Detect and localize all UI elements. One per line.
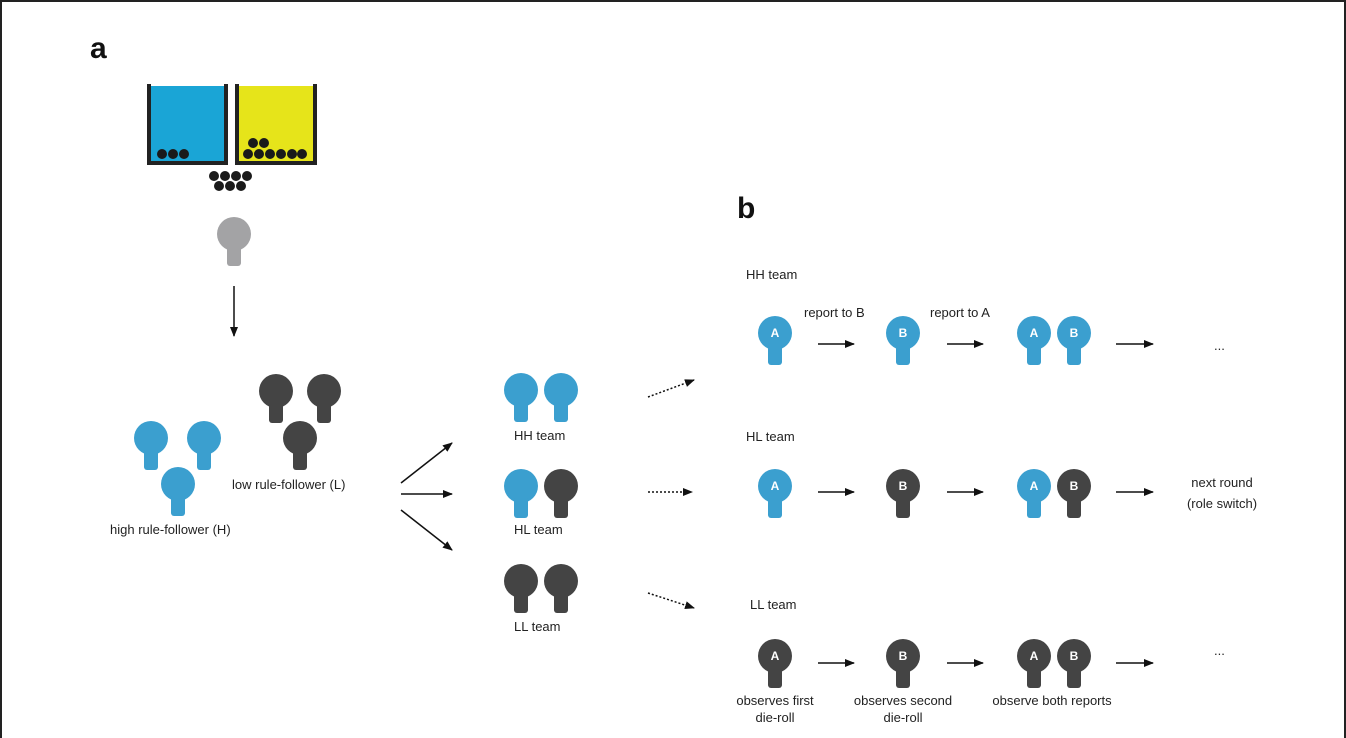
low-participant-icon: [259, 374, 293, 423]
panel-a-label: a: [90, 32, 107, 65]
svg-text:A: A: [1030, 479, 1039, 493]
svg-text:A: A: [771, 479, 780, 493]
ll-row-step2-player-b: B: [886, 639, 920, 688]
low-rule-follower-group: [259, 374, 341, 470]
svg-text:A: A: [1030, 326, 1039, 340]
low-participant-icon: [504, 564, 538, 613]
svg-text:B: B: [1070, 649, 1079, 663]
next-round-label: next round: [1191, 475, 1252, 490]
high-participant-icon: [187, 421, 221, 470]
arrow-to-hh: [400, 442, 453, 484]
team-ll: [504, 564, 578, 613]
low-participant-icon: [283, 421, 317, 470]
hl-row-step3-both: A B: [1017, 469, 1091, 518]
svg-text:A: A: [771, 649, 780, 663]
yellow-urn: [235, 84, 317, 165]
dotted-arrow-hh: [647, 379, 695, 398]
high-rule-follower-group: [134, 421, 221, 516]
observes-first-label: observes first: [736, 693, 814, 708]
ll-ellipsis: ...: [1214, 643, 1225, 658]
role-switch-label: (role switch): [1187, 496, 1257, 511]
svg-text:A: A: [771, 326, 780, 340]
report-to-b-label: report to B: [804, 305, 865, 320]
arrow-to-ll: [400, 509, 453, 551]
hh-row-step2-player-b: B: [886, 316, 920, 365]
low-group-label: low rule-follower (L): [232, 477, 345, 492]
svg-text:B: B: [899, 649, 908, 663]
report-to-a-label: report to A: [930, 305, 990, 320]
drawn-balls: [209, 171, 252, 191]
hh-row-step1-player-a: A: [758, 316, 792, 365]
team-ll-label: LL team: [514, 619, 561, 634]
blue-urn: [147, 84, 228, 165]
hl-row-title: HL team: [746, 429, 795, 444]
high-participant-icon: [161, 467, 195, 516]
svg-text:B: B: [899, 479, 908, 493]
svg-text:A: A: [1030, 649, 1039, 663]
hh-ellipsis: ...: [1214, 338, 1225, 353]
panel-b-label: b: [737, 192, 755, 225]
team-hl-label: HL team: [514, 522, 563, 537]
high-participant-icon: [504, 469, 538, 518]
svg-text:B: B: [1070, 479, 1079, 493]
observes-second-label-2: die-roll: [883, 710, 922, 725]
ll-row-step1-player-a: A: [758, 639, 792, 688]
team-hh: [504, 373, 578, 422]
high-participant-icon: [544, 373, 578, 422]
ll-row-step3-both: A B: [1017, 639, 1091, 688]
hl-row-step2-player-b: B: [886, 469, 920, 518]
hh-row-title: HH team: [746, 267, 797, 282]
dotted-arrow-ll: [647, 592, 695, 610]
observe-both-label: observe both reports: [992, 693, 1112, 708]
observes-first-label-2: die-roll: [755, 710, 794, 725]
high-group-label: high rule-follower (H): [110, 522, 231, 537]
observes-second-label: observes second: [854, 693, 952, 708]
neutral-participant-icon: [217, 217, 251, 266]
high-participant-icon: [134, 421, 168, 470]
hh-row-step3-both: A B: [1017, 316, 1091, 365]
high-participant-icon: [504, 373, 538, 422]
svg-text:B: B: [1070, 326, 1079, 340]
ll-row-title: LL team: [750, 597, 797, 612]
team-hh-label: HH team: [514, 428, 565, 443]
low-participant-icon: [544, 564, 578, 613]
low-participant-icon: [544, 469, 578, 518]
svg-text:B: B: [899, 326, 908, 340]
team-hl: [504, 469, 578, 518]
low-participant-icon: [307, 374, 341, 423]
hl-row-step1-player-a: A: [758, 469, 792, 518]
